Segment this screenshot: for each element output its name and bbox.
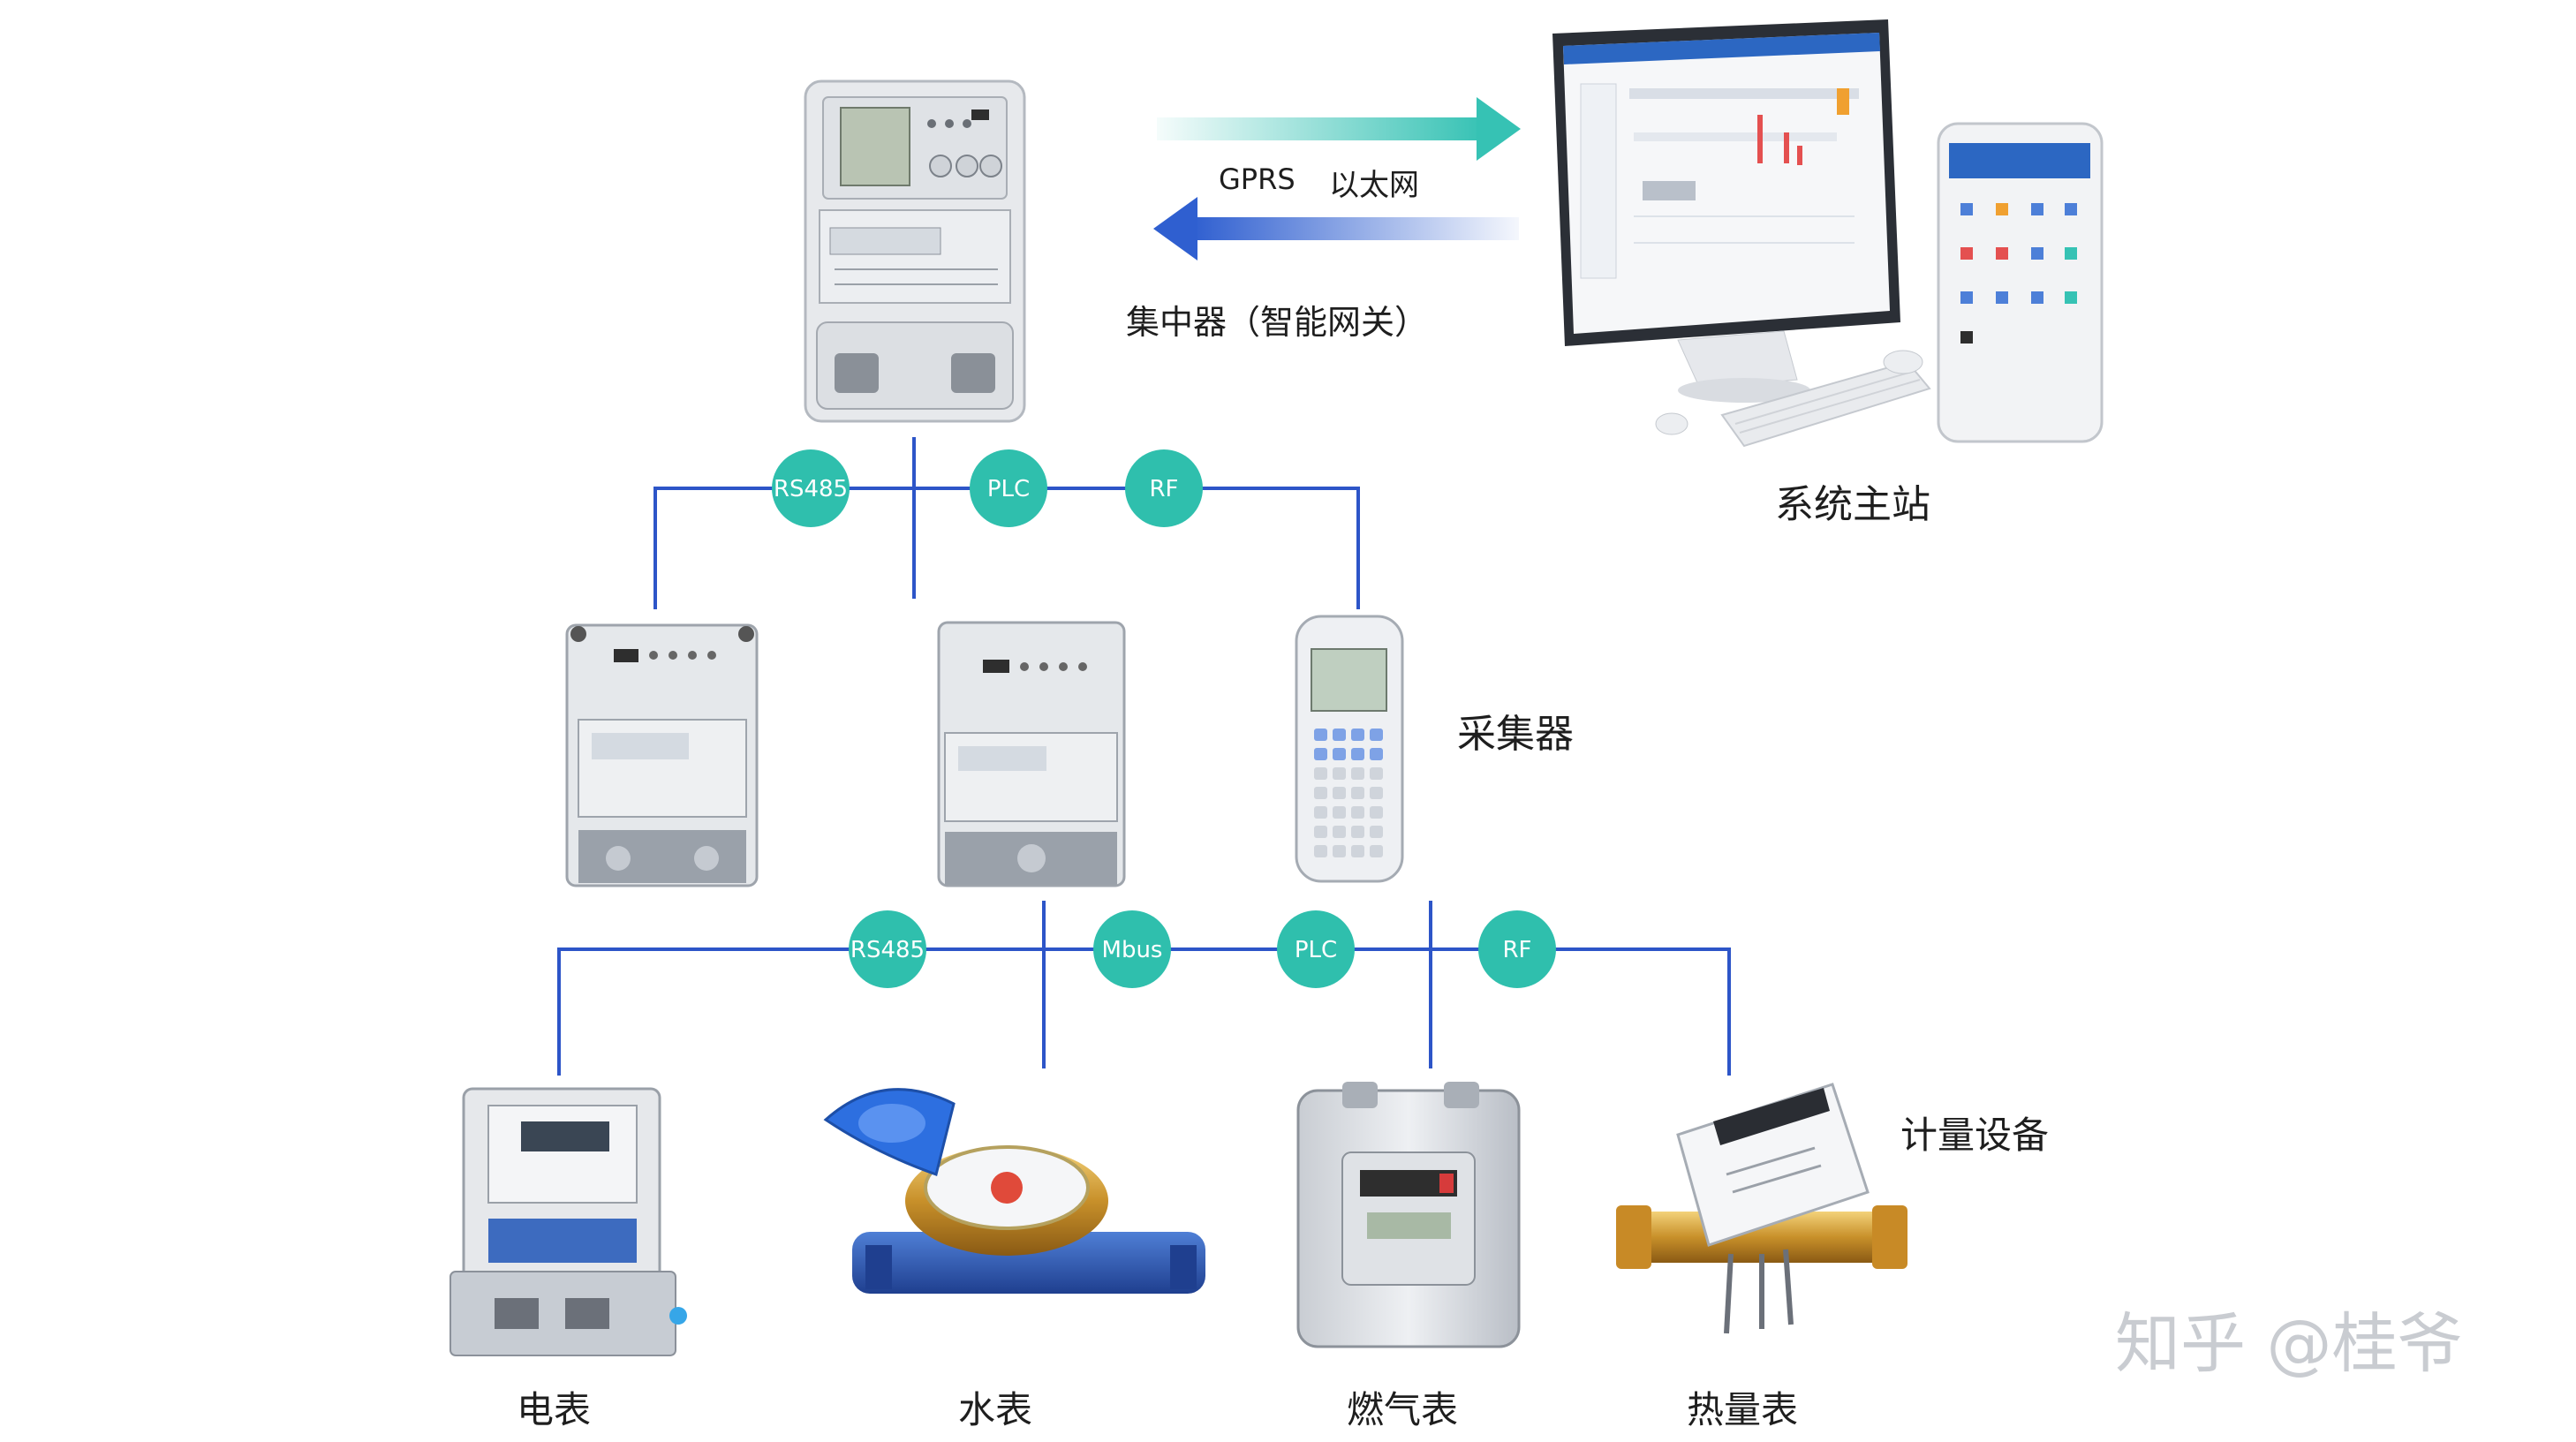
bus-badge-label: RF: [1149, 476, 1178, 502]
bus-badge-rs485: RS485: [772, 449, 850, 527]
downlink-arrow: [1153, 197, 1519, 260]
gas-meter-label: 燃气表: [1347, 1388, 1459, 1431]
collector-device-1: [565, 623, 759, 887]
heat-meter-device: [1616, 1083, 1907, 1334]
watermark: 知乎 @桂爷: [2115, 1306, 2463, 1382]
metering-devices-label: 计量设备: [1900, 1114, 2050, 1157]
bus-badge-plc: PLC: [970, 449, 1047, 527]
keypad-key: [1333, 826, 1346, 838]
bus-badge-label: Mbus: [1102, 937, 1163, 963]
handheld-keypad: [1314, 729, 1383, 857]
keypad-key: [1333, 748, 1346, 760]
bus-badge-rf: RF: [1478, 910, 1556, 988]
bus-badge-label: RS485: [774, 476, 848, 502]
gas-meter-device: [1296, 1082, 1521, 1348]
master-station-phone: [1937, 122, 2104, 443]
keypad-key: [1351, 767, 1364, 780]
master-station-label: 系统主站: [1775, 482, 1930, 527]
keypad-key: [1351, 845, 1364, 857]
keypad-key: [1351, 729, 1364, 741]
bus-badge-plc: PLC: [1277, 910, 1355, 988]
keypad-key: [1314, 845, 1327, 857]
collector-device-2: [937, 621, 1126, 887]
bus-badge-label: RS485: [850, 937, 925, 963]
keypad-key: [1370, 826, 1383, 838]
keypad-key: [1351, 806, 1364, 819]
bus-badge-rf: RF: [1125, 449, 1203, 527]
keypad-key: [1333, 729, 1346, 741]
keypad-key: [1370, 845, 1383, 857]
heat-meter-label: 热量表: [1687, 1388, 1799, 1431]
keypad-key: [1370, 767, 1383, 780]
water-meter-device: [823, 1088, 1205, 1294]
keypad-key: [1333, 845, 1346, 857]
keypad-key: [1370, 806, 1383, 819]
keypad-key: [1314, 767, 1327, 780]
electric-meter-device: [449, 1087, 687, 1356]
keypad-key: [1370, 787, 1383, 799]
collector-label: 采集器: [1457, 712, 1574, 757]
electric-meter-label: 电表: [517, 1388, 592, 1431]
bottom-bus-badges: RS485 Mbus PLC RF: [849, 910, 1556, 988]
bus-badge-rs485: RS485: [849, 910, 926, 988]
concentrator-label: 集中器（智能网关）: [1126, 303, 1429, 342]
keypad-key: [1333, 787, 1346, 799]
keypad-key: [1351, 787, 1364, 799]
master-station-computer: [1552, 19, 1931, 448]
keypad-key: [1351, 748, 1364, 760]
keypad-key: [1351, 826, 1364, 838]
gprs-label: GPRS: [1219, 162, 1296, 196]
bus-badge-label: RF: [1502, 937, 1531, 963]
keypad-key: [1314, 748, 1327, 760]
bus-badge-label: PLC: [987, 476, 1030, 502]
keypad-key: [1314, 806, 1327, 819]
uplink-arrow: [1157, 97, 1521, 161]
keypad-key: [1333, 767, 1346, 780]
concentrator-device: [804, 79, 1026, 423]
keypad-key: [1314, 787, 1327, 799]
top-bus-badges: RS485 PLC RF: [772, 449, 1203, 527]
keypad-key: [1370, 729, 1383, 741]
collector-handheld: [1295, 615, 1404, 883]
keypad-key: [1370, 748, 1383, 760]
keypad-key: [1314, 729, 1327, 741]
keypad-key: [1314, 826, 1327, 838]
bus-badge-mbus: Mbus: [1093, 910, 1171, 988]
ethernet-label: 以太网: [1329, 168, 1419, 203]
keypad-key: [1333, 806, 1346, 819]
water-meter-label: 水表: [958, 1388, 1033, 1431]
bus-badge-label: PLC: [1295, 937, 1337, 963]
